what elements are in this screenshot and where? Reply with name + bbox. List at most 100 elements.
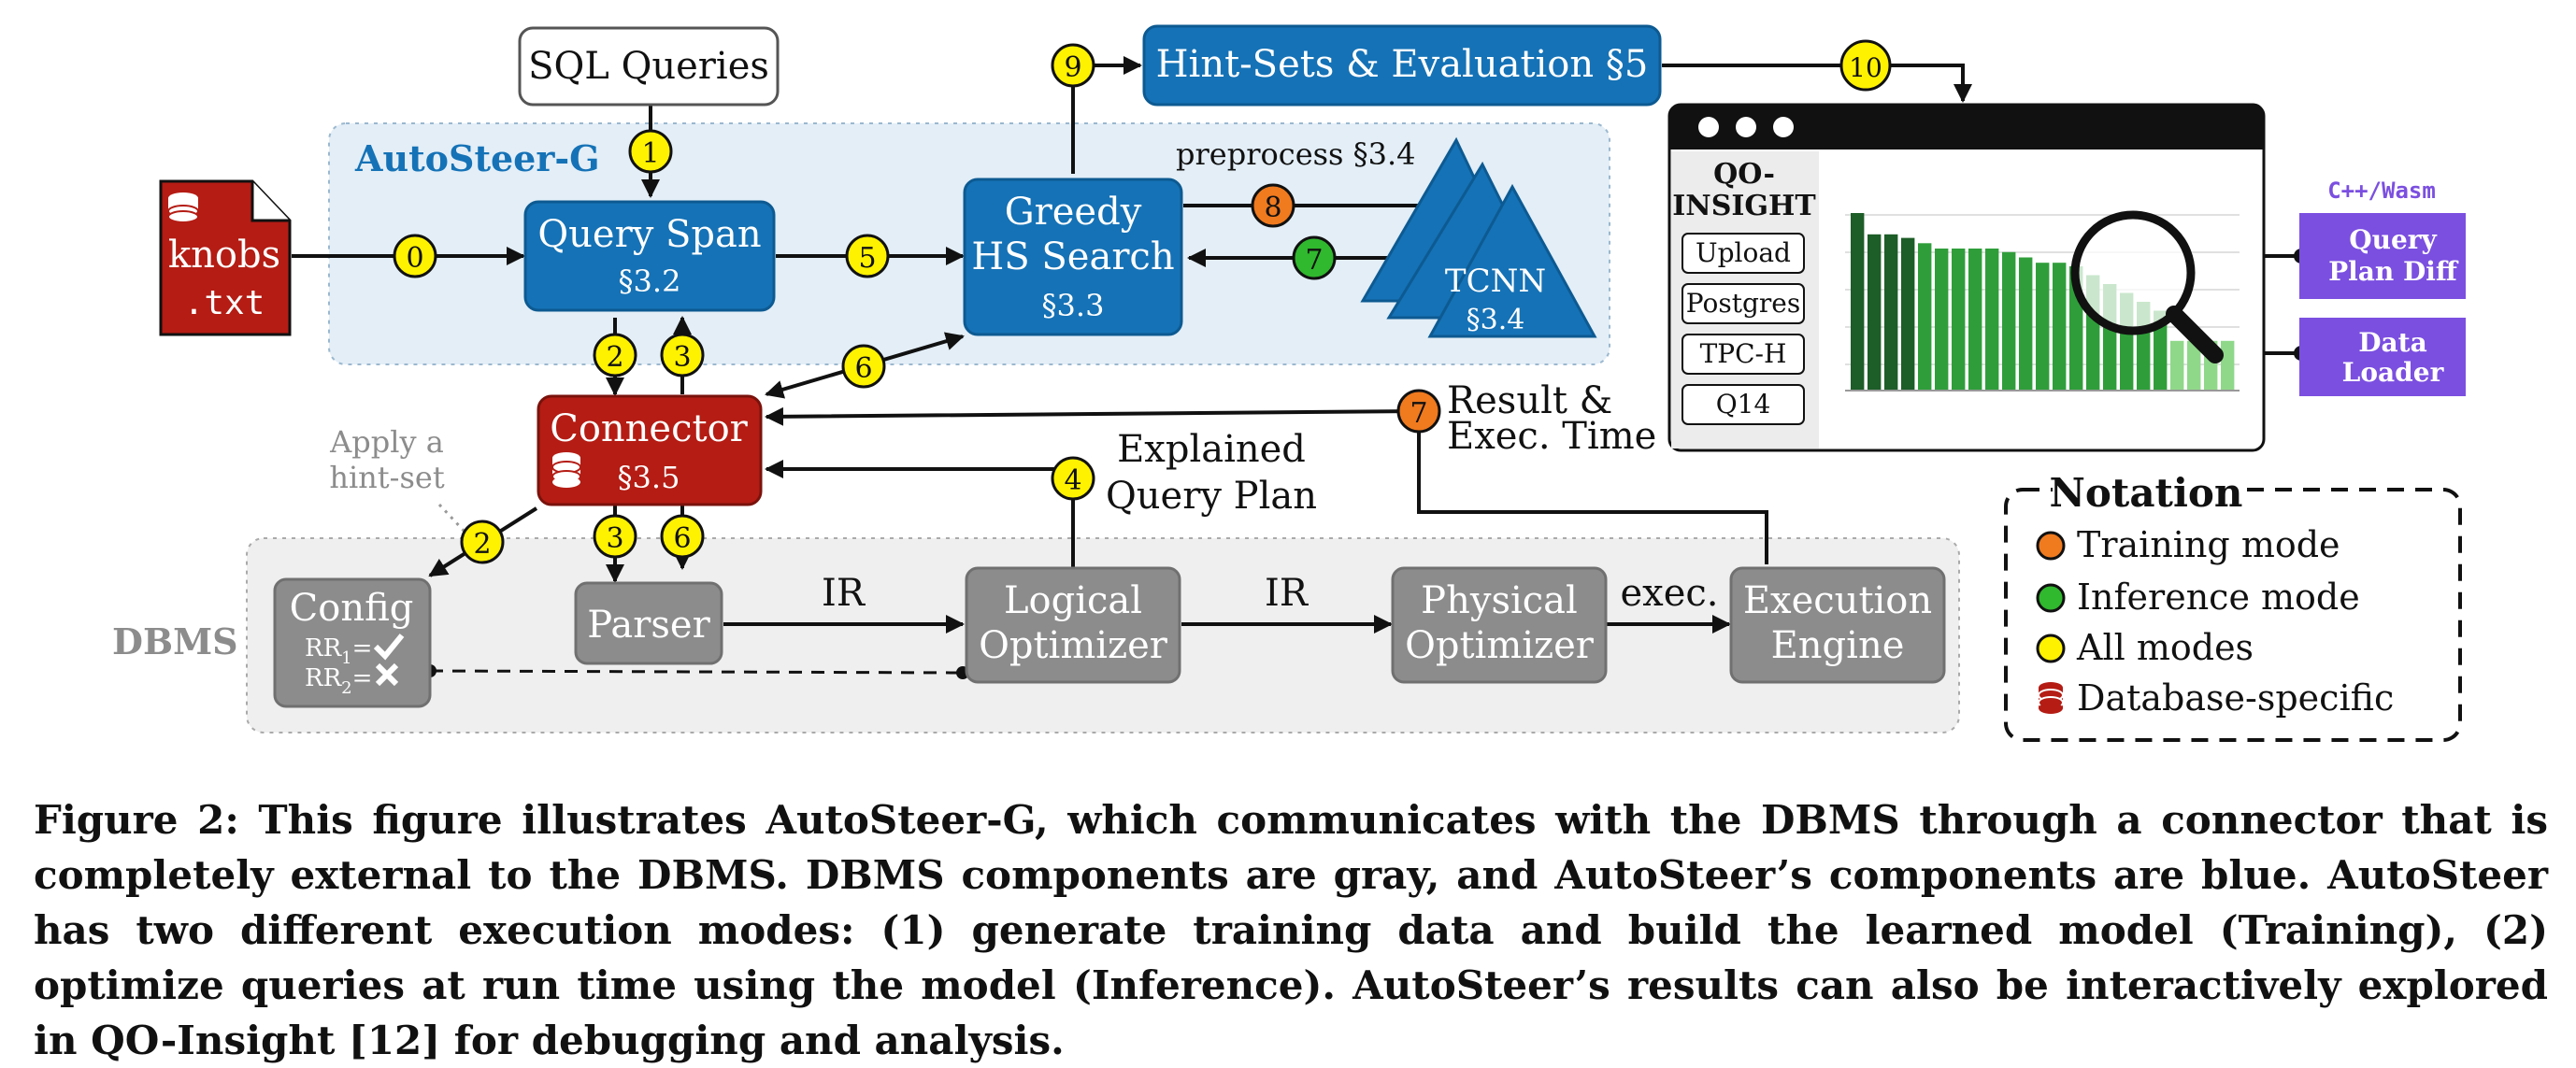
apply-hintset-line2: hint-set — [329, 460, 444, 495]
qo-chart-bar — [2053, 263, 2067, 391]
qo-chart-bar — [2036, 263, 2050, 391]
greedy-hs-search-box — [963, 178, 1183, 336]
physical-line1: Physical — [1421, 579, 1578, 622]
notation-title-bg — [2053, 473, 2240, 510]
qo-upload-button[interactable]: Upload — [1682, 233, 1805, 274]
cpp-wasm-label: C++/Wasm — [2327, 178, 2436, 204]
checkmark-icon — [373, 634, 405, 661]
svg-text:6: 6 — [673, 522, 691, 555]
svg-text:3: 3 — [606, 522, 623, 555]
ir-label-2: IR — [1265, 572, 1309, 615]
rr2-label: RR2= — [305, 664, 372, 698]
qo-chart-bar — [2019, 257, 2033, 391]
query-plan-diff-line2: Plan Diff — [2328, 256, 2459, 287]
badge-8: 8 — [1251, 183, 1295, 228]
svg-text:1: 1 — [641, 137, 659, 170]
qo-chart-bar — [1851, 213, 1865, 391]
parser-label: Parser — [587, 604, 710, 647]
knobs-ext-label: .txt — [184, 284, 265, 322]
hint-sets-label: Hint-Sets & Evaluation §5 — [1156, 43, 1649, 86]
explained-line1: Explained — [1117, 428, 1306, 471]
dbms-label: DBMS — [112, 620, 238, 662]
legend-database-icon — [2038, 682, 2064, 714]
qo-chart-bar — [2002, 251, 2016, 391]
execution-line1: Execution — [1743, 579, 1932, 622]
execution-engine-box — [1729, 566, 1946, 684]
svg-text:3: 3 — [673, 341, 691, 374]
qo-q14-button[interactable]: Q14 — [1682, 384, 1805, 425]
sql-queries-label: SQL Queries — [528, 45, 769, 88]
qo-insight-title-2: INSIGHT — [1672, 190, 1816, 222]
badge-5: 5 — [845, 234, 890, 278]
qo-chart-bar — [2221, 340, 2235, 391]
legend-inference-label: Inference mode — [2077, 577, 2360, 618]
autosteer-label: AutoSteer-G — [354, 137, 600, 179]
legend-training-label: Training mode — [2077, 524, 2340, 565]
notation-title: Notation — [2050, 470, 2243, 516]
svg-text:TPC-H: TPC-H — [1700, 338, 1787, 369]
qo-chart-bar — [1985, 249, 1999, 391]
greedy-line1: Greedy — [1005, 191, 1142, 234]
data-loader-line2: Loader — [2342, 357, 2445, 388]
preprocess-label: preprocess §3.4 — [1176, 136, 1416, 172]
parser-box — [574, 581, 723, 665]
badge-10: 10 — [1839, 39, 1892, 92]
window-dot-icon — [1698, 117, 1719, 137]
svg-text:2: 2 — [606, 341, 623, 374]
window-dot-icon — [1736, 117, 1756, 137]
qo-chart-bar — [1935, 249, 1949, 391]
qo-chart-bar — [1884, 234, 1898, 391]
query-span-title: Query Span — [537, 213, 761, 256]
physical-line2: Optimizer — [1405, 624, 1595, 667]
legend-database-label: Database-specific — [2077, 677, 2394, 719]
connector-box — [537, 394, 763, 506]
badge-4: 4 — [1051, 456, 1095, 501]
qo-tpch-button[interactable]: TPC-H — [1682, 334, 1805, 375]
tcnn-label: TCNN — [1445, 263, 1546, 300]
qo-chart-bar — [2187, 340, 2201, 391]
qo-chart-bar — [1952, 249, 1966, 391]
badge-7-inference: 7 — [1292, 235, 1337, 280]
svg-text:6: 6 — [854, 352, 872, 385]
svg-text:8: 8 — [1264, 192, 1281, 224]
greedy-section: §3.3 — [1042, 288, 1105, 323]
cross-icon — [375, 662, 399, 687]
architecture-diagram: AutoSteer-G DBMS SQL Queries — [112, 24, 2466, 742]
connector-section: §3.5 — [618, 460, 680, 495]
badge-2-upper: 2 — [593, 333, 637, 377]
legend-all-modes-label: All modes — [2076, 627, 2254, 668]
hint-sets-box — [1142, 24, 1662, 107]
connector-title: Connector — [550, 407, 748, 450]
legend-inference-dot — [2036, 583, 2066, 613]
query-span-section: §3.2 — [619, 263, 681, 299]
svg-text:Postgres: Postgres — [1686, 288, 1800, 319]
database-icon — [551, 452, 581, 488]
badge-7-training: 7 — [1396, 389, 1441, 434]
svg-text:0: 0 — [406, 242, 423, 275]
knobs-file-icon — [159, 179, 292, 336]
config-box — [273, 577, 432, 708]
qo-chart-bar — [2170, 340, 2184, 391]
svg-text:2: 2 — [473, 528, 491, 561]
badge-1: 1 — [628, 129, 673, 174]
greedy-line2: HS Search — [971, 235, 1174, 278]
qo-chart-bar — [1901, 237, 1915, 391]
svg-text:10: 10 — [1849, 52, 1882, 83]
magnifier-icon — [2070, 210, 2224, 363]
badge-2-lower: 2 — [460, 520, 505, 564]
svg-text:Q14: Q14 — [1716, 389, 1771, 420]
data-loader-line1: Data — [2358, 327, 2427, 358]
badge-3-upper: 3 — [660, 333, 705, 377]
figure-caption-text: Figure 2: This figure illustrates AutoSt… — [34, 797, 2548, 1063]
tcnn-section: §3.4 — [1467, 304, 1525, 336]
apply-hintset-line1: Apply a — [329, 424, 444, 460]
logical-line1: Logical — [1004, 579, 1142, 622]
legend-training-dot — [2036, 531, 2066, 561]
execution-line2: Engine — [1771, 624, 1905, 667]
apply-hintset-pointer — [437, 503, 467, 534]
svg-text:5: 5 — [858, 242, 876, 275]
svg-text:4: 4 — [1064, 464, 1081, 497]
qo-bar-chart — [1851, 213, 2235, 391]
query-plan-diff-line1: Query — [2349, 224, 2437, 255]
qo-postgres-button[interactable]: Postgres — [1682, 283, 1805, 324]
